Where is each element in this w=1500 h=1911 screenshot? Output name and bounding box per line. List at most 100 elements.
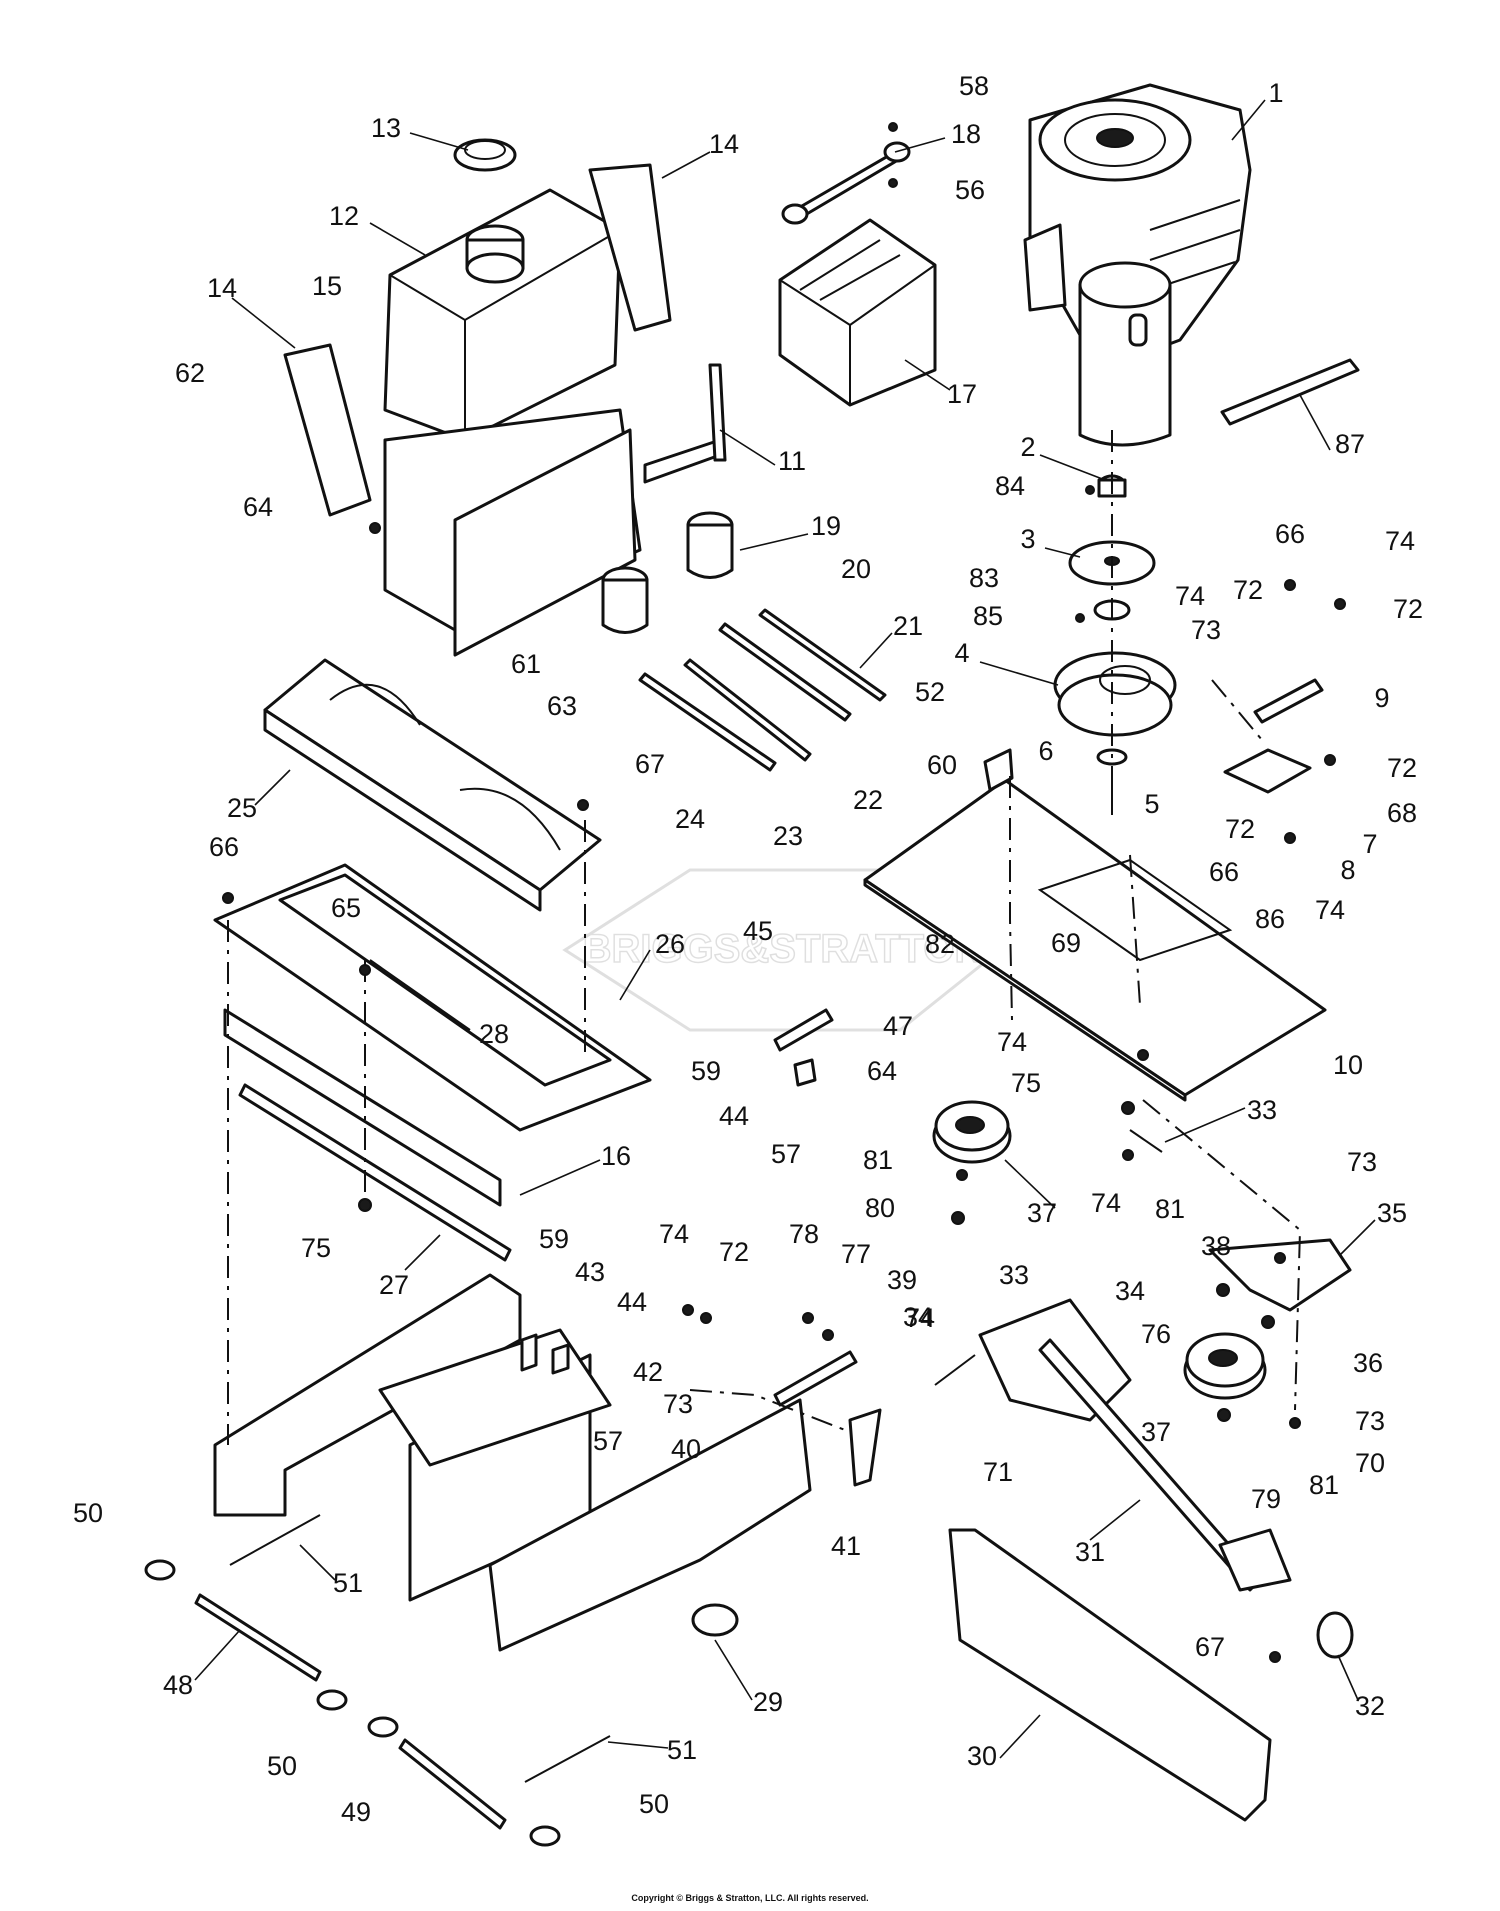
callout-41: 41 [831,1531,861,1561]
battery-box [778,218,937,407]
callout-16: 16 [601,1141,631,1171]
callout-76: 76 [1141,1319,1171,1349]
bracket-87 [1220,358,1360,426]
callout-29: 29 [753,1687,783,1717]
callout-61: 61 [511,649,541,679]
idler-assembly [932,1100,1354,1659]
callout-13: 13 [371,113,401,143]
callout-52: 52 [915,677,945,707]
center-lines [227,430,1302,1445]
callout-8: 8 [1340,855,1355,885]
callout-48: 48 [163,1670,193,1700]
callout-12: 12 [329,201,359,231]
callout-10: 10 [1333,1050,1363,1080]
callout-44: 44 [617,1287,647,1317]
fuel-filters [601,511,887,772]
callout-58: 58 [959,71,989,101]
callout-72: 72 [719,1237,749,1267]
copyright-notice: Copyright © Briggs & Stratton, LLC. All … [631,1893,869,1903]
callout-80: 80 [865,1193,895,1223]
callout-57: 57 [771,1139,801,1169]
engine [1023,83,1252,447]
callout-81: 81 [1155,1194,1185,1224]
callout-73: 73 [1347,1147,1377,1177]
callout-87: 87 [1335,429,1365,459]
callout-45: 45 [743,916,773,946]
callout-6: 6 [1038,736,1053,766]
callout-64: 64 [243,492,273,522]
fasteners [222,122,1346,1663]
callout-11: 11 [778,446,806,476]
callout-19: 19 [811,511,841,541]
callout-86: 86 [1255,904,1285,934]
tank-mount [383,363,727,657]
callout-14: 14 [207,273,237,303]
callout-47: 47 [883,1011,913,1041]
main-frame [213,1273,812,1652]
callout-33: 33 [1247,1095,1277,1125]
callout-66: 66 [209,832,239,862]
callout-73: 73 [663,1389,693,1419]
callout-57: 57 [593,1426,623,1456]
callout-27: 27 [379,1270,409,1300]
callout-32: 32 [1355,1691,1385,1721]
callout-62: 62 [175,358,205,388]
callout-74: 74 [1315,895,1345,925]
callout-74: 74 [1091,1188,1121,1218]
callout-9: 9 [1374,683,1389,713]
callout-64: 64 [867,1056,897,1086]
callout-28: 28 [479,1019,509,1049]
callout-33: 33 [999,1260,1029,1290]
callout-38: 38 [1201,1231,1231,1261]
callout-74: 74 [1385,526,1415,556]
callout-14: 14 [709,129,739,159]
callout-81: 81 [1309,1470,1339,1500]
callout-59: 59 [691,1056,721,1086]
callout-44: 44 [719,1101,749,1131]
callout-85: 85 [973,601,1003,631]
callout-40: 40 [671,1434,701,1464]
callout-74: 74 [997,1027,1027,1057]
rear-rods [144,1559,561,1847]
callout-79: 79 [1251,1484,1281,1514]
callout-63: 63 [547,691,577,721]
callout-17: 17 [947,379,977,409]
callout-74: 74 [659,1219,689,1249]
callout-67: 67 [1195,1632,1225,1662]
callout-21: 21 [893,611,923,641]
callout-18: 18 [951,119,981,149]
callout-75: 75 [1011,1068,1041,1098]
callout-15: 15 [312,271,342,301]
callout-26: 26 [655,929,685,959]
callout-72: 72 [1233,575,1263,605]
callout-24: 24 [675,804,705,834]
callout-42: 42 [633,1357,663,1387]
grille-25 [263,658,602,912]
callout-31: 31 [1075,1537,1105,1567]
callout-23: 23 [773,821,803,851]
wrench-18 [781,141,911,225]
callout-72: 72 [1225,814,1255,844]
callout-20: 20 [841,554,871,584]
clutch-stack [1053,474,1177,815]
callout-75: 75 [301,1233,331,1263]
callout-43: 43 [575,1257,605,1287]
callout-65: 65 [331,893,361,923]
watermark-text: BRIGGS&STRATTON [583,927,984,971]
callout-56: 56 [955,175,985,205]
callout-34: 34 [1115,1276,1145,1306]
callout-51: 51 [333,1568,363,1598]
callout-60: 60 [927,750,957,780]
callout-84: 84 [995,471,1025,501]
callout-50: 50 [639,1789,669,1819]
callout-72: 72 [1387,753,1417,783]
callout-77: 77 [841,1239,871,1269]
callout-70: 70 [1355,1448,1385,1478]
callout-50: 50 [267,1751,297,1781]
callout-72: 72 [1393,594,1423,624]
panel-26 [213,863,652,1132]
callout-37: 37 [1027,1198,1057,1228]
callout-4: 4 [954,638,969,668]
